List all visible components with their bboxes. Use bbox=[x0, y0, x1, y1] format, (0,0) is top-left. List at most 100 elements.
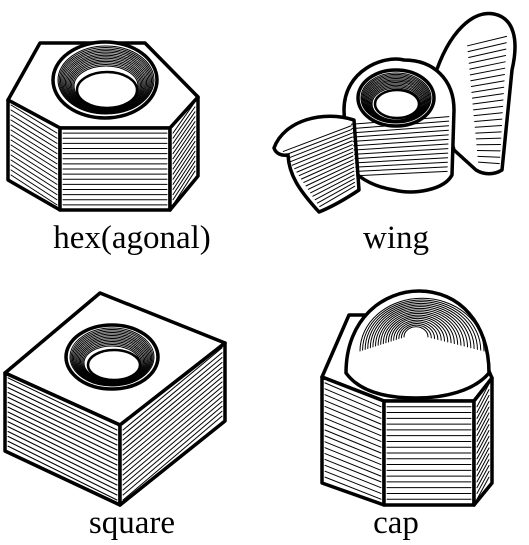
hatch-line bbox=[122, 347, 223, 431]
hatch-line bbox=[10, 134, 58, 165]
thread-line bbox=[61, 50, 151, 113]
hatch-line bbox=[172, 111, 196, 144]
hatch-line bbox=[324, 458, 382, 483]
square-left-hatch bbox=[7, 377, 118, 501]
hatch-line bbox=[476, 383, 490, 408]
wing-bore-thread bbox=[360, 72, 432, 124]
hatch-line bbox=[285, 129, 352, 156]
dome-shading-line bbox=[372, 306, 469, 348]
hatch-line bbox=[324, 447, 382, 471]
hatch-line bbox=[467, 35, 508, 47]
hex-left-hatch bbox=[10, 104, 58, 206]
wing-nut-drawing bbox=[272, 11, 517, 214]
hatch-line bbox=[351, 125, 450, 134]
hatch-line bbox=[469, 67, 506, 76]
hatch-line bbox=[355, 161, 448, 168]
wing-right-hatch bbox=[467, 35, 508, 165]
hatch-line bbox=[7, 387, 118, 441]
cap-dome-hatch bbox=[359, 297, 485, 352]
hatch-line bbox=[314, 178, 355, 201]
hatch-line bbox=[10, 119, 58, 149]
hatch-line bbox=[354, 152, 449, 160]
hatch-line bbox=[353, 143, 449, 151]
hatch-line bbox=[324, 435, 382, 460]
hatch-line bbox=[324, 441, 382, 466]
thread-line bbox=[63, 53, 149, 112]
cap-nut-drawing bbox=[320, 289, 494, 507]
hatch-line bbox=[356, 170, 448, 177]
hatch-line bbox=[172, 106, 196, 139]
hatch-line bbox=[122, 405, 223, 491]
hatch-line bbox=[355, 166, 448, 172]
hatch-line bbox=[319, 185, 356, 208]
dome-shading-line bbox=[398, 323, 436, 340]
hatch-line bbox=[324, 394, 382, 419]
hatch-line bbox=[10, 154, 58, 185]
cap-left-hatch bbox=[324, 382, 382, 500]
hex-nut-drawing bbox=[6, 40, 200, 212]
square-nut-panel: square bbox=[0, 273, 264, 545]
hatch-line bbox=[287, 132, 353, 159]
hatch-line bbox=[324, 464, 382, 489]
thread-line bbox=[58, 47, 154, 114]
hatch-line bbox=[10, 159, 58, 190]
cap-nut-label: cap bbox=[373, 505, 419, 541]
hatch-line bbox=[476, 389, 490, 414]
hatch-line bbox=[467, 42, 507, 53]
hatch-line bbox=[10, 104, 58, 134]
hatch-line bbox=[172, 165, 196, 201]
dome-shading-line bbox=[385, 314, 452, 344]
dome-shading-line bbox=[380, 311, 459, 345]
hatch-line bbox=[476, 465, 490, 489]
hatch-line bbox=[122, 357, 223, 441]
hatch-line bbox=[172, 126, 196, 160]
hatch-line bbox=[122, 376, 223, 461]
dome-shading-line bbox=[369, 304, 472, 349]
hatch-line bbox=[477, 155, 501, 158]
hatch-line bbox=[470, 74, 505, 82]
hatch-line bbox=[282, 125, 352, 152]
dome-shading-line bbox=[403, 326, 429, 338]
hatch-line bbox=[468, 48, 507, 58]
hatch-line bbox=[476, 424, 490, 448]
hatch-line bbox=[172, 131, 196, 165]
wing-nut-panel: wing bbox=[264, 0, 528, 272]
hatch-line bbox=[7, 396, 118, 451]
hatch-line bbox=[353, 138, 449, 147]
hatch-line bbox=[10, 169, 58, 201]
hatch-line bbox=[353, 148, 449, 155]
hatch-line bbox=[324, 470, 382, 494]
hatch-line bbox=[476, 395, 490, 419]
hatch-line bbox=[303, 159, 354, 183]
hatch-line bbox=[10, 129, 58, 160]
hatch-line bbox=[476, 441, 490, 466]
cap-front-hatch bbox=[386, 406, 472, 500]
hatch-line bbox=[291, 140, 353, 166]
hatch-line bbox=[7, 406, 118, 461]
hatch-line bbox=[324, 453, 382, 477]
hatch-line bbox=[324, 429, 382, 454]
hatch-line bbox=[122, 371, 223, 456]
hatch-line bbox=[352, 134, 449, 142]
square-nut-label: square bbox=[88, 505, 176, 541]
hatch-line bbox=[7, 401, 118, 456]
hatch-line bbox=[122, 366, 223, 451]
hatch-line bbox=[7, 445, 118, 501]
hatch-line bbox=[172, 145, 196, 180]
hatch-line bbox=[324, 388, 382, 414]
hatch-line bbox=[10, 124, 58, 155]
thread-line bbox=[64, 54, 148, 111]
dome-shading-line bbox=[400, 324, 432, 339]
hatch-line bbox=[476, 476, 490, 500]
hatch-line bbox=[7, 377, 118, 431]
dome-shading-line bbox=[367, 302, 475, 350]
dome-shading-line bbox=[359, 297, 485, 352]
hatch-line bbox=[7, 426, 118, 481]
hatch-line bbox=[172, 170, 196, 206]
hatch-line bbox=[469, 61, 506, 70]
dome-shading-line bbox=[387, 316, 449, 343]
hatch-line bbox=[476, 412, 490, 437]
hatch-line bbox=[10, 114, 58, 144]
hatch-line bbox=[122, 401, 223, 486]
dome-shading-line bbox=[395, 321, 439, 340]
